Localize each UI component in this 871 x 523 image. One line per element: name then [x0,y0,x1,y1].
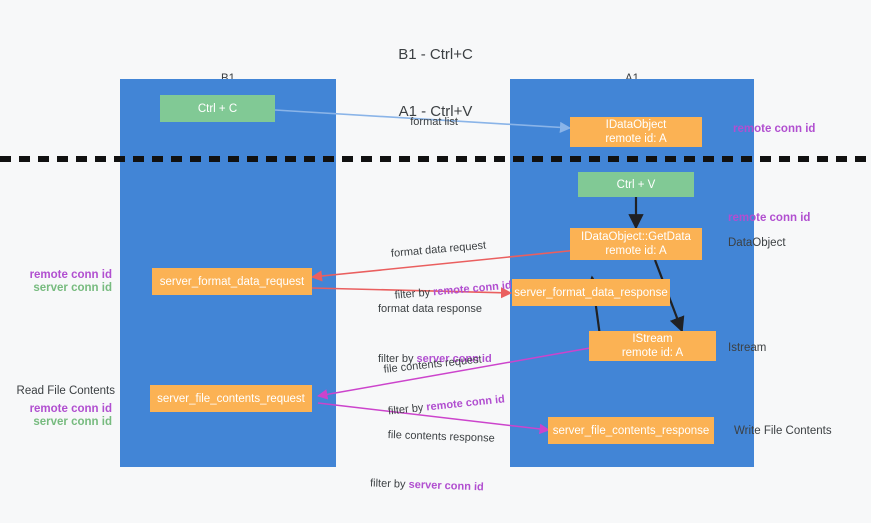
node-istream[interactable]: IStream remote id: A [589,331,716,361]
node-idataobject-getdata-line2: remote id: A [605,245,667,257]
annotation-remote-conn-id-mid: remote conn id [728,212,811,224]
title-line-1: B1 - Ctrl+C [398,46,473,63]
annotation-left-server-conn-id-2: server conn id [33,416,112,428]
edge-label-format-data-response-highlight: server conn id [416,353,492,365]
edge-label-file-contents-response-line1: file contents response [387,428,495,445]
node-server-format-data-request-label: server_format_data_request [159,275,305,288]
node-server-format-data-response[interactable]: server_format_data_response [512,279,670,306]
node-idataobject-remote-line2: remote id: A [605,133,667,145]
node-server-format-data-response-label: server_format_data_response [514,286,668,299]
edge-label-format-data-response-line2: filter by server conn id [378,352,492,366]
node-server-format-data-request[interactable]: server_format_data_request [152,268,312,295]
node-server-file-contents-response-label: server_file_contents_response [552,424,710,437]
edge-label-format-list-text: format list [410,116,458,128]
edge-label-format-list: format list [398,101,458,143]
annotation-istream: Istream [728,342,767,354]
edge-label-file-contents-response-line2: filter by server conn id [370,476,493,494]
node-idataobject-remote-line1: IDataObject [605,119,667,131]
node-ctrl-c[interactable]: Ctrl + C [160,95,275,122]
annotation-dataobject: DataObject [728,237,786,249]
edge-label-format-data-response-line1: format data response [378,303,482,315]
diagram-canvas: B1 - Ctrl+C A1 - Ctrl+V B1 connection A1… [0,46,871,493]
annotation-left-server-conn-id: server conn id [33,282,112,294]
edge-label-file-contents-response-prefix: filter by [369,477,409,491]
node-istream-line1: IStream [632,333,673,345]
edge-label-format-data-response-prefix: filter by [378,353,417,365]
annotation-left-remote-conn-id: remote conn id [29,269,112,281]
node-ctrl-v[interactable]: Ctrl + V [578,172,694,197]
node-server-file-contents-response[interactable]: server_file_contents_response [548,417,714,444]
node-idataobject-remote[interactable]: IDataObject remote id: A [570,117,702,147]
node-server-file-contents-request[interactable]: server_file_contents_request [150,385,312,412]
section-divider [0,156,871,162]
edge-label-format-data-request-line1: format data request [390,239,487,260]
node-idataobject-getdata[interactable]: IDataObject::GetData remote id: A [570,228,702,260]
node-idataobject-getdata-line1: IDataObject::GetData [581,231,691,243]
annotation-read-file-contents: Read File Contents [16,385,115,397]
node-ctrl-v-label: Ctrl + V [616,178,656,191]
edge-label-file-contents-response: file contents response filter by server … [370,400,496,523]
edge-label-file-contents-response-highlight: server conn id [408,478,484,494]
node-ctrl-c-label: Ctrl + C [197,102,238,115]
annotation-write-file-contents: Write File Contents [734,425,832,437]
annotation-remote-conn-id-top: remote conn id [733,123,816,135]
node-istream-line2: remote id: A [621,347,684,359]
edge-label-file-contents-request-line1: file contents request [383,353,483,376]
annotation-left-remote-conn-id-2: remote conn id [29,403,112,415]
edge-label-format-data-response: format data response filter by server co… [378,274,492,394]
node-server-file-contents-request-label: server_file_contents_request [157,392,305,405]
